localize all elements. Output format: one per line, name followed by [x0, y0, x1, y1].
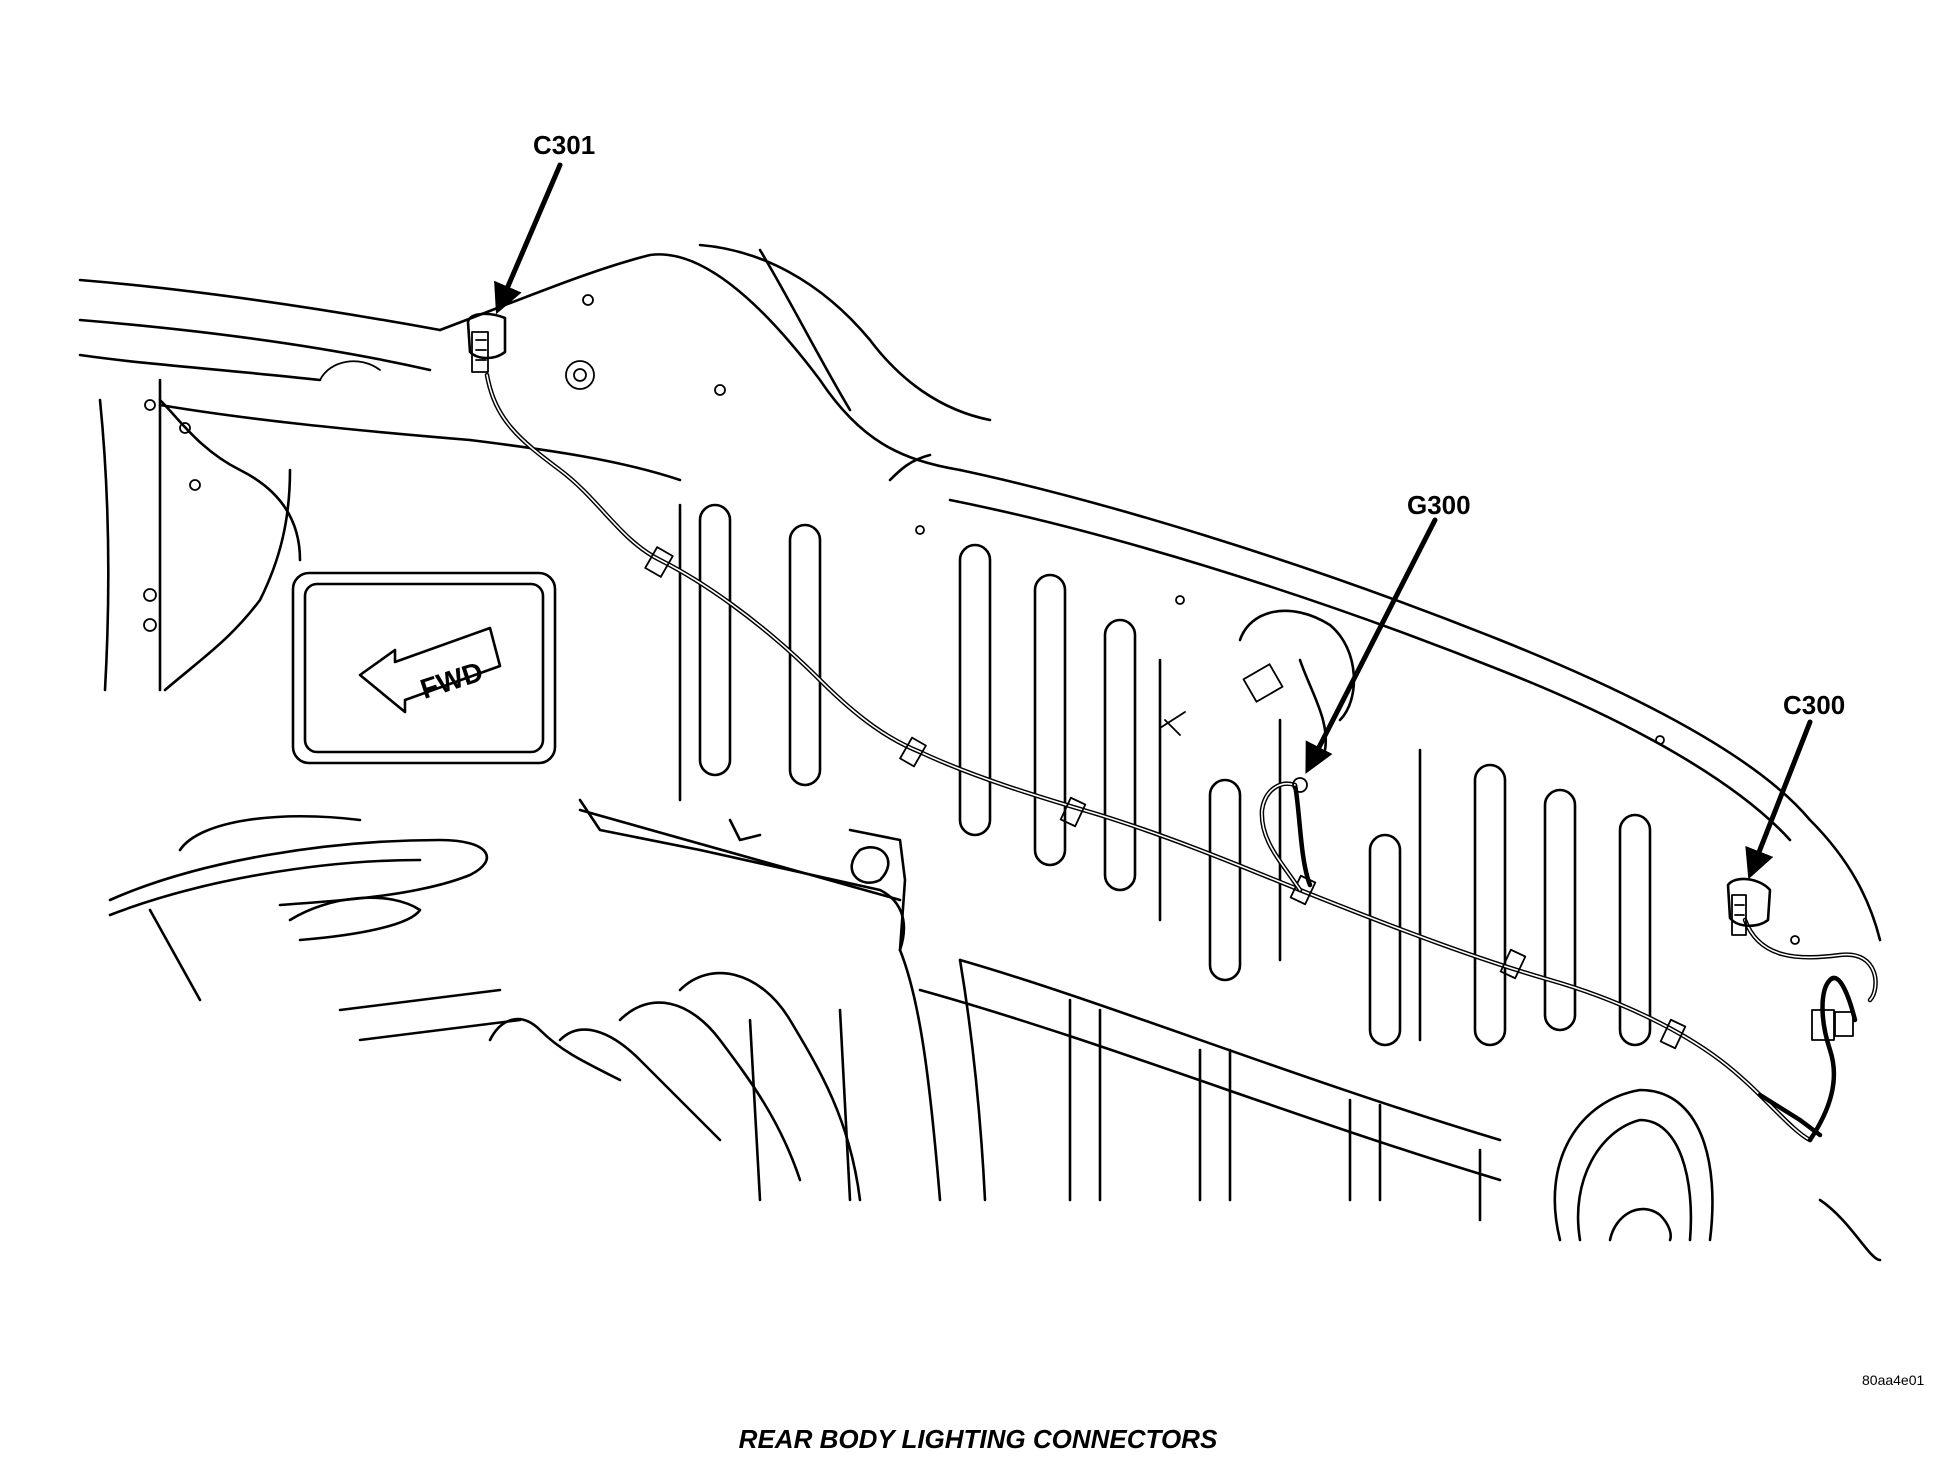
connector-lower-right: [1811, 1009, 1854, 1041]
panel-ribs: [678, 503, 1652, 1047]
leader-g300: [1305, 517, 1438, 774]
fwd-label: FWD: [416, 656, 486, 705]
callout-c300: C300: [1783, 690, 1846, 720]
leader-c300: [1745, 719, 1813, 880]
fwd-decal: [291, 571, 557, 765]
leader-c301: [494, 162, 563, 315]
callout-c301: C301: [533, 130, 596, 160]
panel-bracket: [1159, 609, 1356, 752]
connector-c300: [1726, 877, 1772, 936]
connector-c301: [466, 312, 507, 373]
trunk-floor: [108, 798, 1882, 1262]
figure-id: 80aa4e01: [1862, 1372, 1925, 1388]
figure-caption: REAR BODY LIGHTING CONNECTORS: [738, 1424, 1218, 1454]
wiring-harness: [484, 372, 1878, 1143]
callout-g300: G300: [1407, 490, 1471, 520]
trunk-body-outline: [78, 243, 1882, 945]
